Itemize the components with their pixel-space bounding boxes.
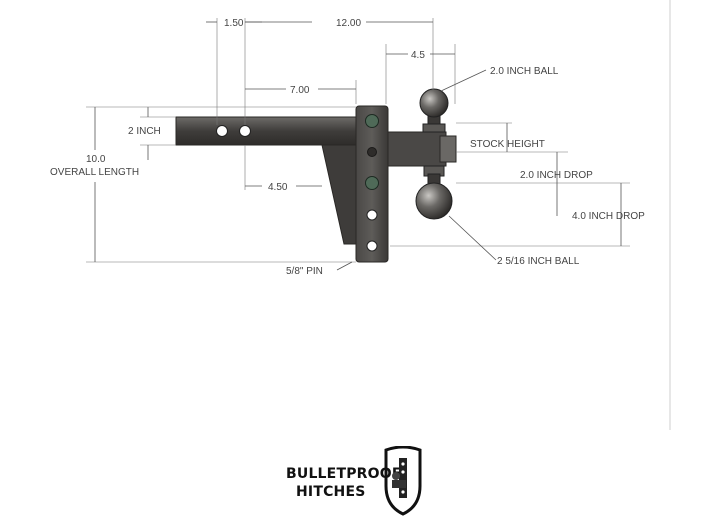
callout-4-0-drop: 4.0 INCH DROP [572, 211, 645, 222]
upper-ball-nut [422, 123, 446, 133]
dim-1-50: 1.50 [224, 18, 244, 29]
callout-2-0-ball: 2.0 INCH BALL [490, 66, 559, 77]
dim-4-50: 4.50 [268, 182, 288, 193]
plate-hole-1 [365, 114, 379, 128]
callout-2-0-drop: 2.0 INCH DROP [520, 170, 593, 181]
dim-overall-length: OVERALL LENGTH [50, 167, 139, 178]
lower-ball [415, 182, 453, 220]
hitch-body [175, 88, 457, 263]
logo-line-1: BULLETPROOF [286, 466, 402, 482]
plate-hole-3 [365, 176, 379, 190]
gusset [321, 144, 357, 245]
shank-hole-2 [239, 125, 251, 137]
callout-stock-height: STOCK HEIGHT [470, 139, 545, 150]
dim-4-5: 4.5 [411, 50, 425, 61]
shank [175, 116, 357, 146]
upper-ball [419, 88, 449, 118]
dim-10-0: 10.0 [86, 154, 106, 165]
ball-mount [387, 131, 447, 167]
plate-hole-2 [367, 147, 377, 157]
dim-pin: 5/8" PIN [286, 266, 323, 277]
dimension-lines [86, 18, 630, 271]
bulletproof-hitches-logo: BULLETPROOF HITCHES [286, 446, 436, 516]
dimension-labels: 1.50 12.00 4.5 7.00 2 INCH 10.0 OVERALL … [50, 18, 645, 277]
ball-mount-end [439, 135, 457, 163]
plate-hole-5 [366, 240, 378, 252]
dim-12-00: 12.00 [336, 18, 361, 29]
logo-line-2: HITCHES [296, 484, 366, 500]
plate-hole-4 [366, 209, 378, 221]
dim-2-inch: 2 INCH [128, 126, 161, 137]
dim-7-00: 7.00 [290, 85, 310, 96]
shank-hole-1 [216, 125, 228, 137]
callout-2-5-16-ball: 2 5/16 INCH BALL [497, 256, 580, 267]
shield-icon [384, 446, 422, 516]
